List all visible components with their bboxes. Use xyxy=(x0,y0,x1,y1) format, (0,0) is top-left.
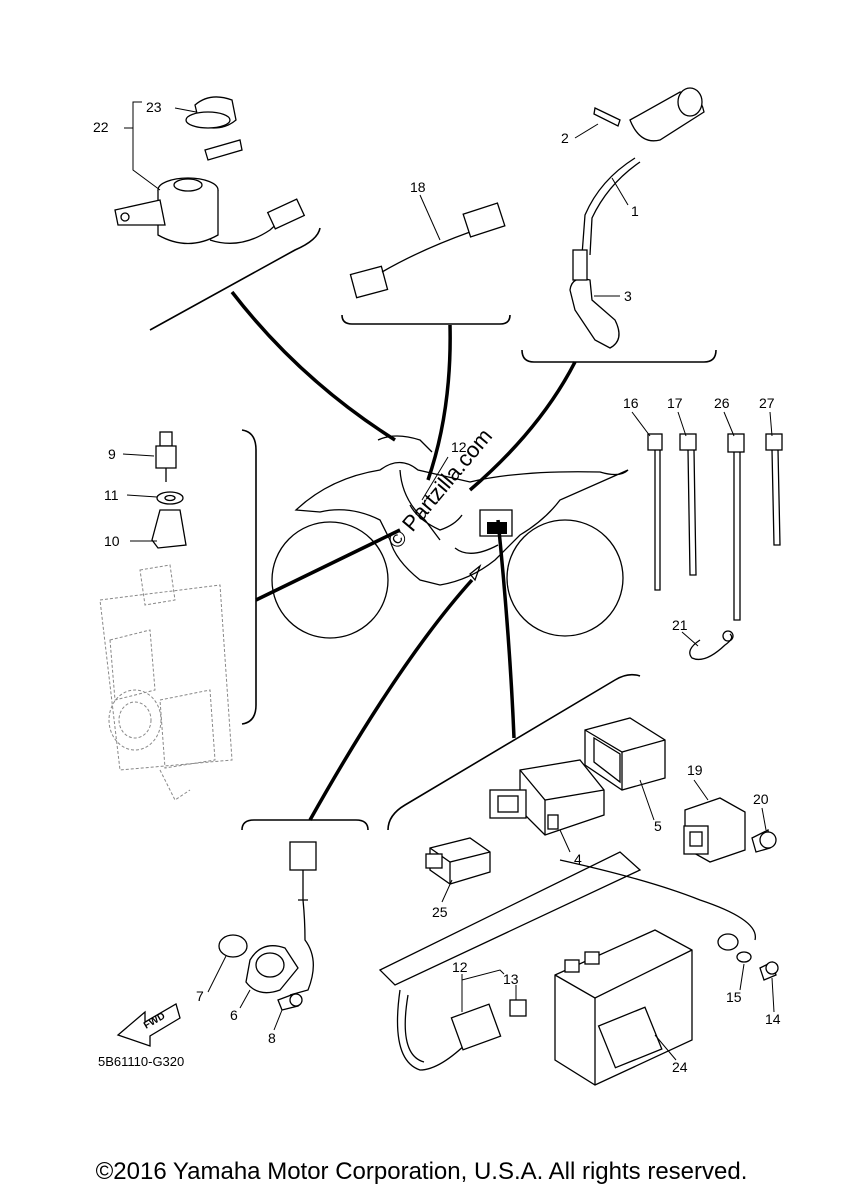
sensor-assembly xyxy=(218,841,317,1011)
rear-wheel xyxy=(506,519,624,637)
link-line-carb xyxy=(255,528,401,602)
callout-13: 13 xyxy=(503,971,519,987)
bracket-carburetor xyxy=(241,429,257,725)
callout-23: 23 xyxy=(146,99,162,115)
fuse-13 xyxy=(509,999,527,1017)
callout-21: 21 xyxy=(672,617,688,633)
callout-2: 2 xyxy=(561,130,569,146)
lead-wire-18 xyxy=(349,202,506,299)
relay-19 xyxy=(683,797,777,863)
callout-15: 15 xyxy=(726,989,742,1005)
link-line-main-switch xyxy=(230,290,396,442)
callout-numbers: 22 23 2 1 3 18 9 11 10 12 16 17 26 27 21… xyxy=(93,99,781,1075)
bracket-harness-18 xyxy=(341,314,511,325)
callout-20: 20 xyxy=(753,791,769,807)
motorcycle-outline xyxy=(271,435,629,639)
link-line-coil xyxy=(468,361,577,492)
callout-26: 26 xyxy=(714,395,730,411)
callout-1: 1 xyxy=(631,203,639,219)
callout-25: 25 xyxy=(432,904,448,920)
copyright-notice: ©2016 Yamaha Motor Corporation, U.S.A. A… xyxy=(95,1158,748,1185)
carb-top-parts xyxy=(151,431,187,549)
link-line-electrical xyxy=(496,519,516,739)
link-line-harness xyxy=(426,324,452,481)
front-wheel xyxy=(271,521,389,639)
callout-11: 11 xyxy=(104,487,119,503)
cable-ties xyxy=(647,433,783,661)
callout-19: 19 xyxy=(687,762,703,778)
callout-3: 3 xyxy=(624,288,632,304)
leader-lines xyxy=(122,101,775,1061)
callout-5: 5 xyxy=(654,818,662,834)
callout-12-top: 12 xyxy=(451,439,467,455)
ecu-unit-4 xyxy=(489,759,605,836)
forward-arrow-icon: FWD xyxy=(116,1003,181,1047)
callout-8: 8 xyxy=(268,1030,276,1046)
callout-17: 17 xyxy=(667,395,683,411)
terminal-parts xyxy=(736,951,779,981)
relay-25 xyxy=(425,837,491,885)
bracket-electrical xyxy=(387,673,641,831)
callout-22: 22 xyxy=(93,119,109,135)
callout-4: 4 xyxy=(574,851,582,867)
callout-14: 14 xyxy=(765,1011,781,1027)
bracket-ignition-coil xyxy=(521,349,717,363)
carburetor-assembly xyxy=(99,564,233,801)
wire-harness-12 xyxy=(378,851,756,1071)
callout-9: 9 xyxy=(108,446,116,462)
callout-24: 24 xyxy=(672,1059,688,1075)
link-line-sensor xyxy=(308,578,474,821)
callout-6: 6 xyxy=(230,1007,238,1023)
callout-12-bottom: 12 xyxy=(452,959,468,975)
callout-18: 18 xyxy=(410,179,426,195)
bracket-main-switch xyxy=(149,227,321,331)
main-switch-assembly xyxy=(114,96,306,245)
callout-10: 10 xyxy=(104,533,120,549)
battery-24 xyxy=(554,929,693,1086)
callout-16: 16 xyxy=(623,395,639,411)
diagram-code: 5B61110-G320 xyxy=(98,1054,184,1069)
ignition-coil-assembly xyxy=(569,87,705,349)
bracket-sensor xyxy=(241,819,369,831)
cover-5 xyxy=(584,717,666,791)
callout-7: 7 xyxy=(196,988,204,1004)
callout-27: 27 xyxy=(759,395,775,411)
